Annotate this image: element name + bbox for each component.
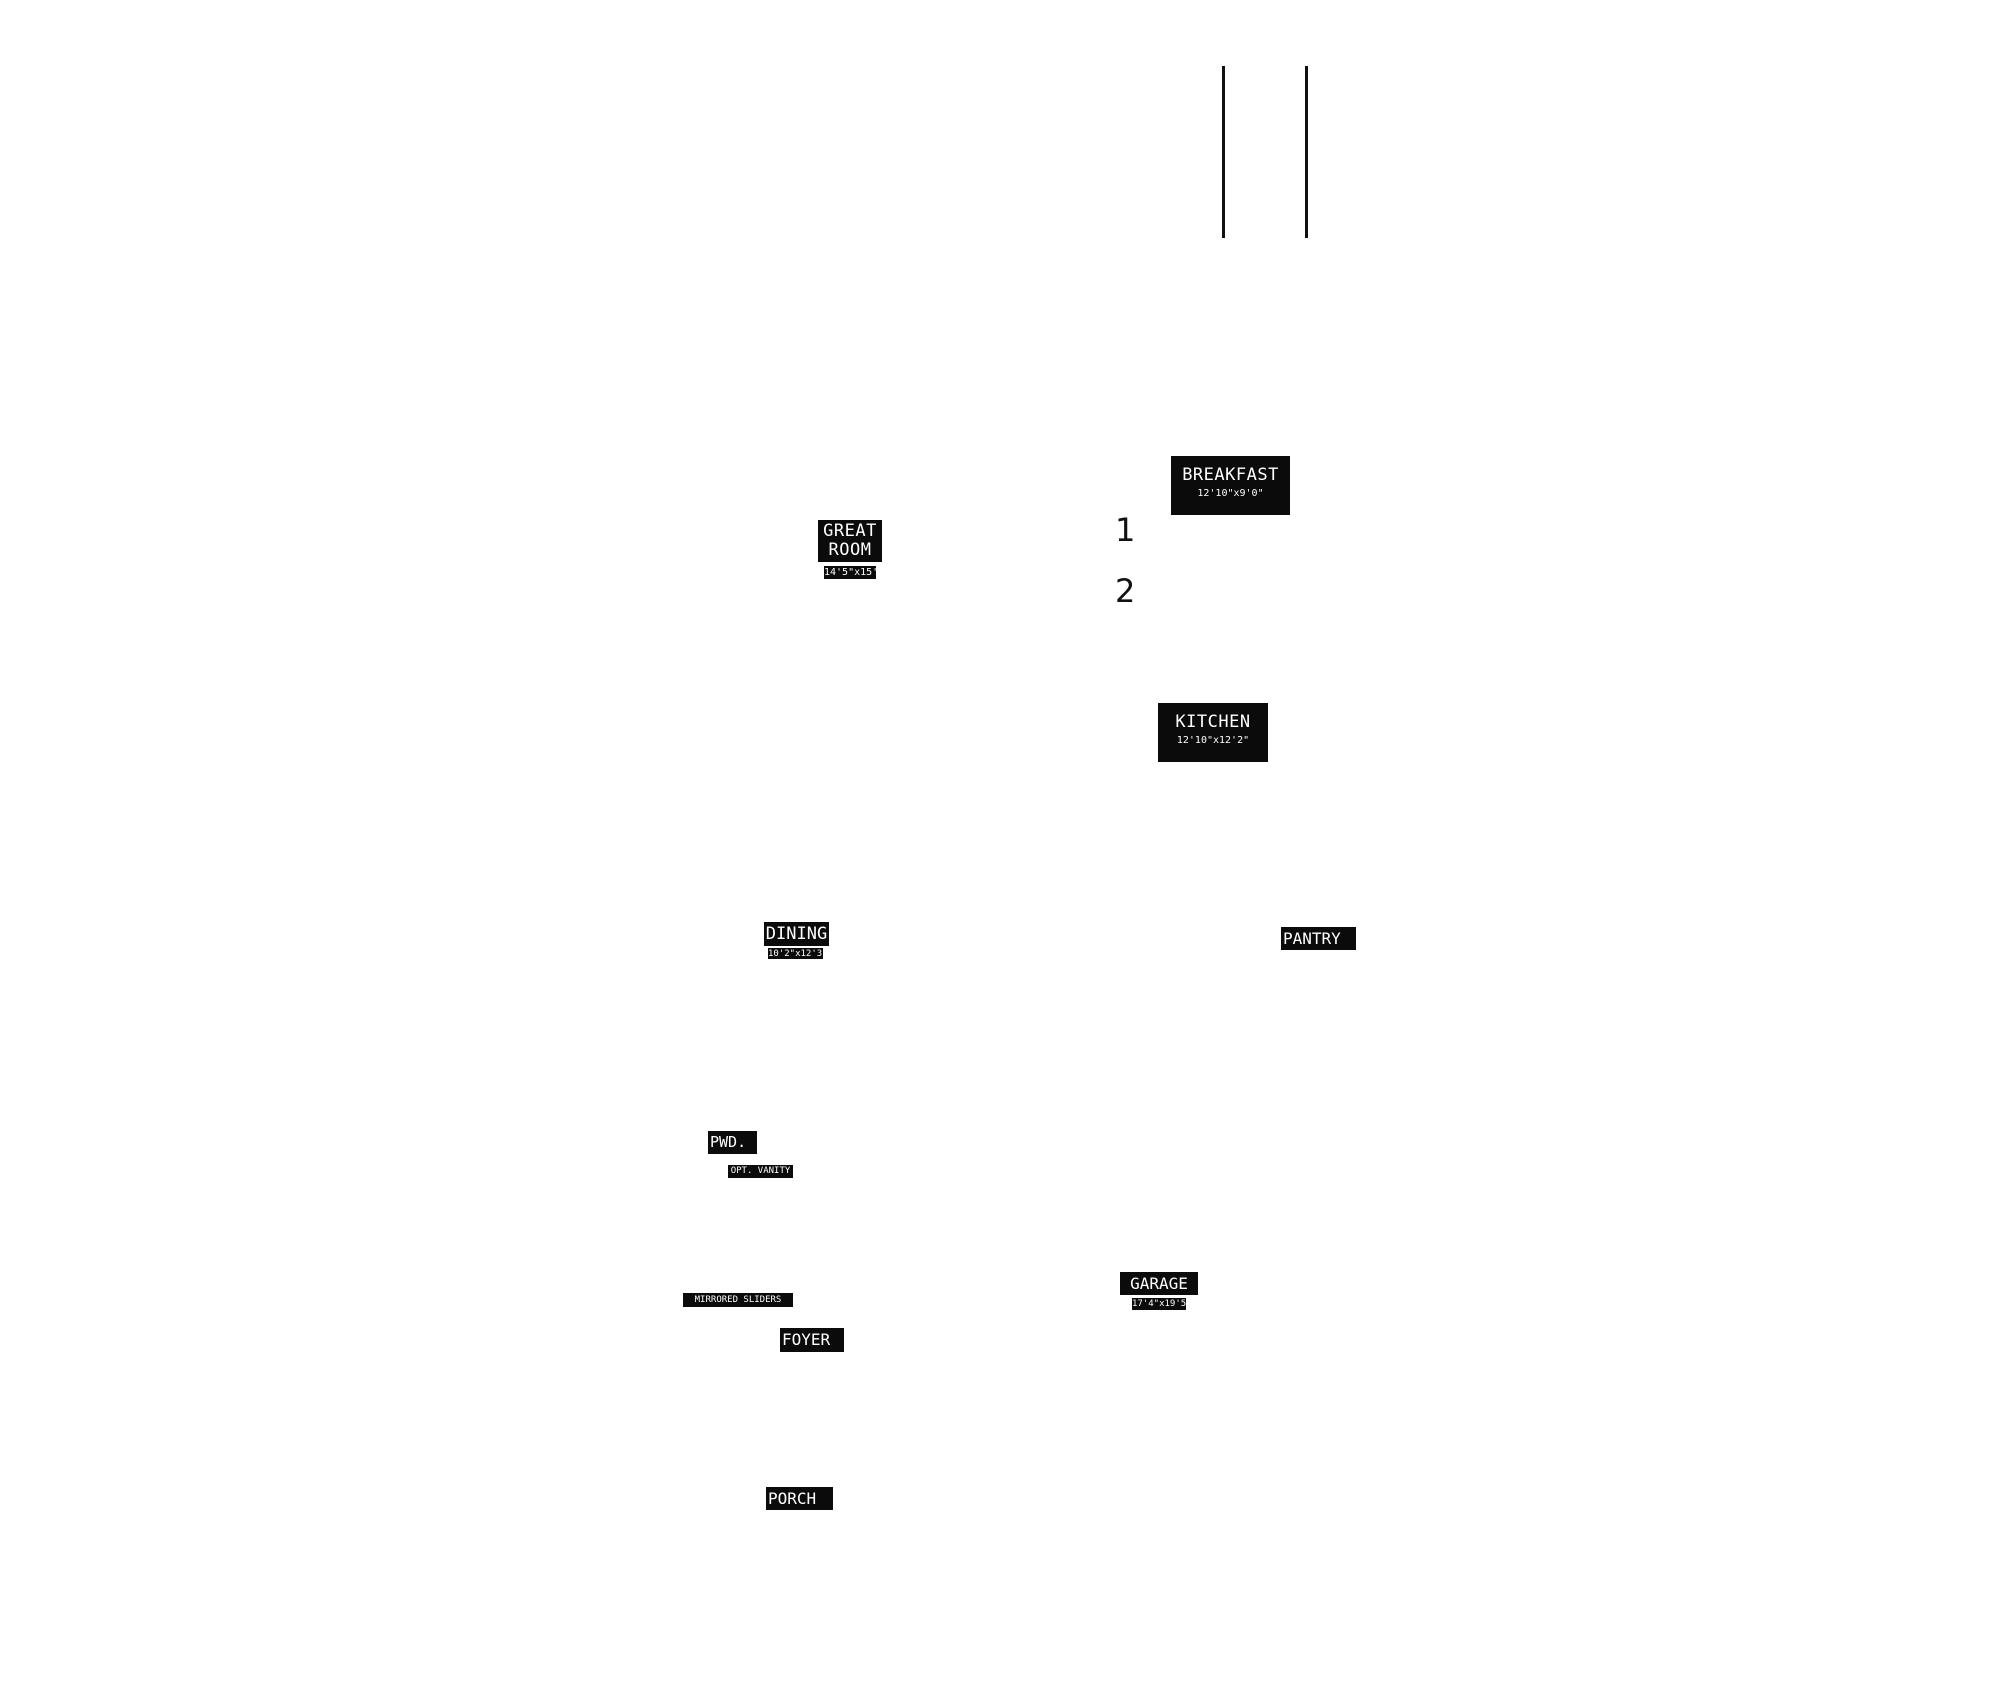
room-dimensions-garage: 17'4"x19'5" <box>1132 1298 1186 1310</box>
room-name-line1: GREAT <box>823 521 877 541</box>
room-name: BREAKFAST <box>1182 465 1279 485</box>
room-label-garage: GARAGE <box>1120 1272 1198 1295</box>
note-opt-vanity: OPT. VANITY <box>728 1165 793 1178</box>
room-name-line2: ROOM <box>828 540 872 560</box>
room-label-breakfast: BREAKFAST 12'10"x9'0" <box>1171 456 1290 515</box>
room-label-dining: DINING <box>764 922 829 946</box>
wall-line-right <box>1305 66 1308 238</box>
stair-number-1: 1 <box>1115 511 1136 549</box>
note-mirrored-sliders: MIRRORED SLIDERS <box>683 1293 793 1307</box>
room-label-kitchen: KITCHEN 12'10"x12'2" <box>1158 703 1268 762</box>
room-label-porch: PORCH <box>766 1487 833 1510</box>
room-dimensions: 12'10"x9'0" <box>1197 488 1264 499</box>
stair-number-2: 2 <box>1115 572 1136 610</box>
wall-line-left <box>1222 66 1225 238</box>
room-dimensions-dining: 10'2"x12'3" <box>768 948 823 959</box>
room-label-powder: PWD. <box>708 1131 757 1154</box>
room-label-foyer: FOYER <box>780 1328 844 1352</box>
room-name: KITCHEN <box>1175 712 1251 732</box>
room-label-great-room: GREAT ROOM <box>818 520 882 562</box>
room-dimensions: 12'10"x12'2" <box>1176 735 1250 746</box>
room-dimensions-great-room: 14'5"x15'9" <box>824 566 876 579</box>
room-label-pantry: PANTRY <box>1281 927 1356 950</box>
